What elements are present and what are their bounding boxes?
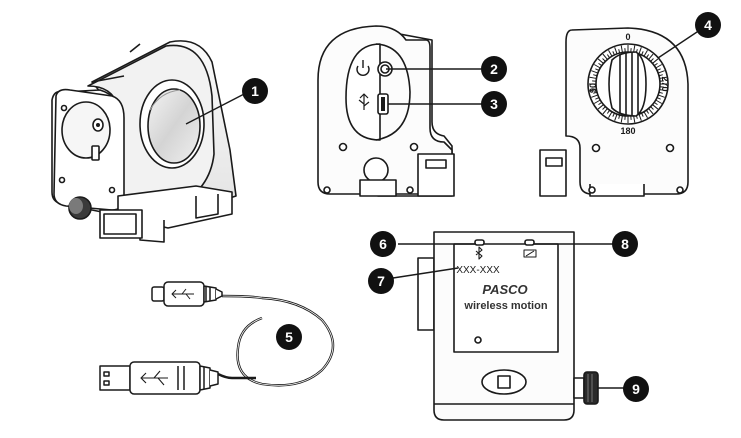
sensor-side-view-dial: 0 90 180 270 bbox=[539, 27, 689, 197]
dial-tick bbox=[653, 101, 658, 106]
dial-tick bbox=[643, 49, 648, 57]
dial-tick bbox=[656, 68, 661, 71]
dial-tick bbox=[593, 91, 598, 94]
dial-tick bbox=[653, 62, 658, 67]
dial-tick bbox=[597, 104, 604, 110]
dial-tick bbox=[602, 58, 606, 62]
dial-tick bbox=[652, 104, 659, 110]
dial-tick bbox=[612, 112, 615, 117]
dial-tick bbox=[589, 76, 597, 79]
usb-cable bbox=[99, 281, 335, 395]
usb-side-icon bbox=[358, 93, 370, 110]
dial-tick bbox=[618, 114, 621, 119]
dial-tick bbox=[595, 97, 600, 100]
dial-tick bbox=[614, 113, 618, 121]
dial-tick bbox=[598, 101, 603, 106]
dial-tick bbox=[643, 111, 648, 119]
dial-knob bbox=[608, 51, 647, 117]
model-text: wireless motion bbox=[463, 300, 547, 312]
dial-tick bbox=[614, 47, 618, 55]
svg-text:9: 9 bbox=[632, 381, 640, 397]
callout-8: 8 bbox=[612, 231, 638, 257]
dial-label-0: 0 bbox=[625, 32, 630, 42]
svg-text:1: 1 bbox=[251, 83, 259, 99]
callout-7: 7 bbox=[368, 268, 394, 294]
dial-tick bbox=[656, 97, 661, 100]
dial-label-180: 180 bbox=[620, 126, 635, 136]
dial-tick bbox=[602, 106, 606, 110]
callout-3: 3 bbox=[481, 91, 507, 117]
dial-label-270: 270 bbox=[660, 76, 670, 91]
dial-tick bbox=[595, 68, 600, 71]
dial-tick bbox=[606, 54, 611, 59]
dial-tick bbox=[652, 58, 659, 64]
dial-tick bbox=[650, 58, 654, 62]
bluetooth-icon bbox=[475, 246, 483, 260]
dial-tick bbox=[658, 74, 663, 77]
dial-tick bbox=[641, 51, 644, 56]
sensor-perspective-view bbox=[51, 40, 237, 243]
dial-tick bbox=[620, 45, 623, 53]
battery-icon bbox=[523, 249, 537, 258]
dial-tick bbox=[618, 49, 621, 54]
usb-cable-a-icon bbox=[140, 370, 168, 386]
sensor-back-view: XXX-XXX PASCO wireless motion bbox=[417, 231, 599, 421]
callout-4: 4 bbox=[695, 12, 721, 38]
svg-text:3: 3 bbox=[490, 96, 498, 112]
dial-tick bbox=[593, 64, 601, 69]
dial-tick bbox=[645, 54, 650, 59]
dial-tick bbox=[602, 108, 608, 115]
dial-tick bbox=[650, 106, 654, 110]
dial-tick bbox=[593, 99, 601, 104]
dial-tick bbox=[593, 74, 598, 77]
brand-text: PASCO bbox=[482, 282, 527, 297]
dial-tick bbox=[648, 53, 654, 60]
dial-tick bbox=[602, 53, 608, 60]
dial-tick bbox=[608, 49, 613, 57]
dial-tick bbox=[657, 94, 665, 98]
svg-text:5: 5 bbox=[285, 329, 293, 345]
usb-cable-micro-icon bbox=[171, 288, 194, 300]
callout-leaders bbox=[185, 25, 707, 389]
power-icon bbox=[356, 60, 370, 76]
dial-tick bbox=[655, 99, 663, 104]
dial-tick bbox=[659, 89, 667, 92]
dial-tick bbox=[655, 64, 663, 69]
dial-tick bbox=[591, 70, 599, 74]
dial-tick bbox=[645, 109, 650, 114]
dial-tick bbox=[598, 62, 603, 67]
callout-9: 9 bbox=[623, 376, 649, 402]
svg-text:7: 7 bbox=[377, 273, 385, 289]
dial-tick bbox=[589, 89, 597, 92]
callout-2: 2 bbox=[481, 56, 507, 82]
dial-tick bbox=[597, 58, 604, 64]
svg-text:2: 2 bbox=[490, 61, 498, 77]
callout-5: 5 bbox=[276, 324, 302, 350]
dial-tick bbox=[638, 47, 642, 55]
svg-text:8: 8 bbox=[621, 236, 629, 252]
dial-tick bbox=[620, 115, 623, 123]
svg-text:4: 4 bbox=[704, 17, 712, 33]
dial-tick bbox=[591, 94, 599, 98]
dial-tick bbox=[606, 109, 611, 114]
dial-tick bbox=[641, 112, 644, 117]
dial-tick bbox=[608, 111, 613, 119]
dial-tick bbox=[638, 113, 642, 121]
dial-ticks bbox=[589, 45, 667, 123]
dial-tick bbox=[658, 91, 663, 94]
svg-text:6: 6 bbox=[379, 236, 387, 252]
callout-6: 6 bbox=[370, 231, 396, 257]
callout-1: 1 bbox=[242, 78, 268, 104]
dial-tick bbox=[612, 51, 615, 56]
dial-tick bbox=[648, 108, 654, 115]
dial-tick bbox=[659, 76, 667, 79]
sensor-side-view-ports bbox=[317, 25, 455, 197]
dial-label-90: 90 bbox=[588, 83, 598, 93]
dial-tick bbox=[657, 70, 665, 74]
serial-number-text: XXX-XXX bbox=[456, 265, 500, 276]
